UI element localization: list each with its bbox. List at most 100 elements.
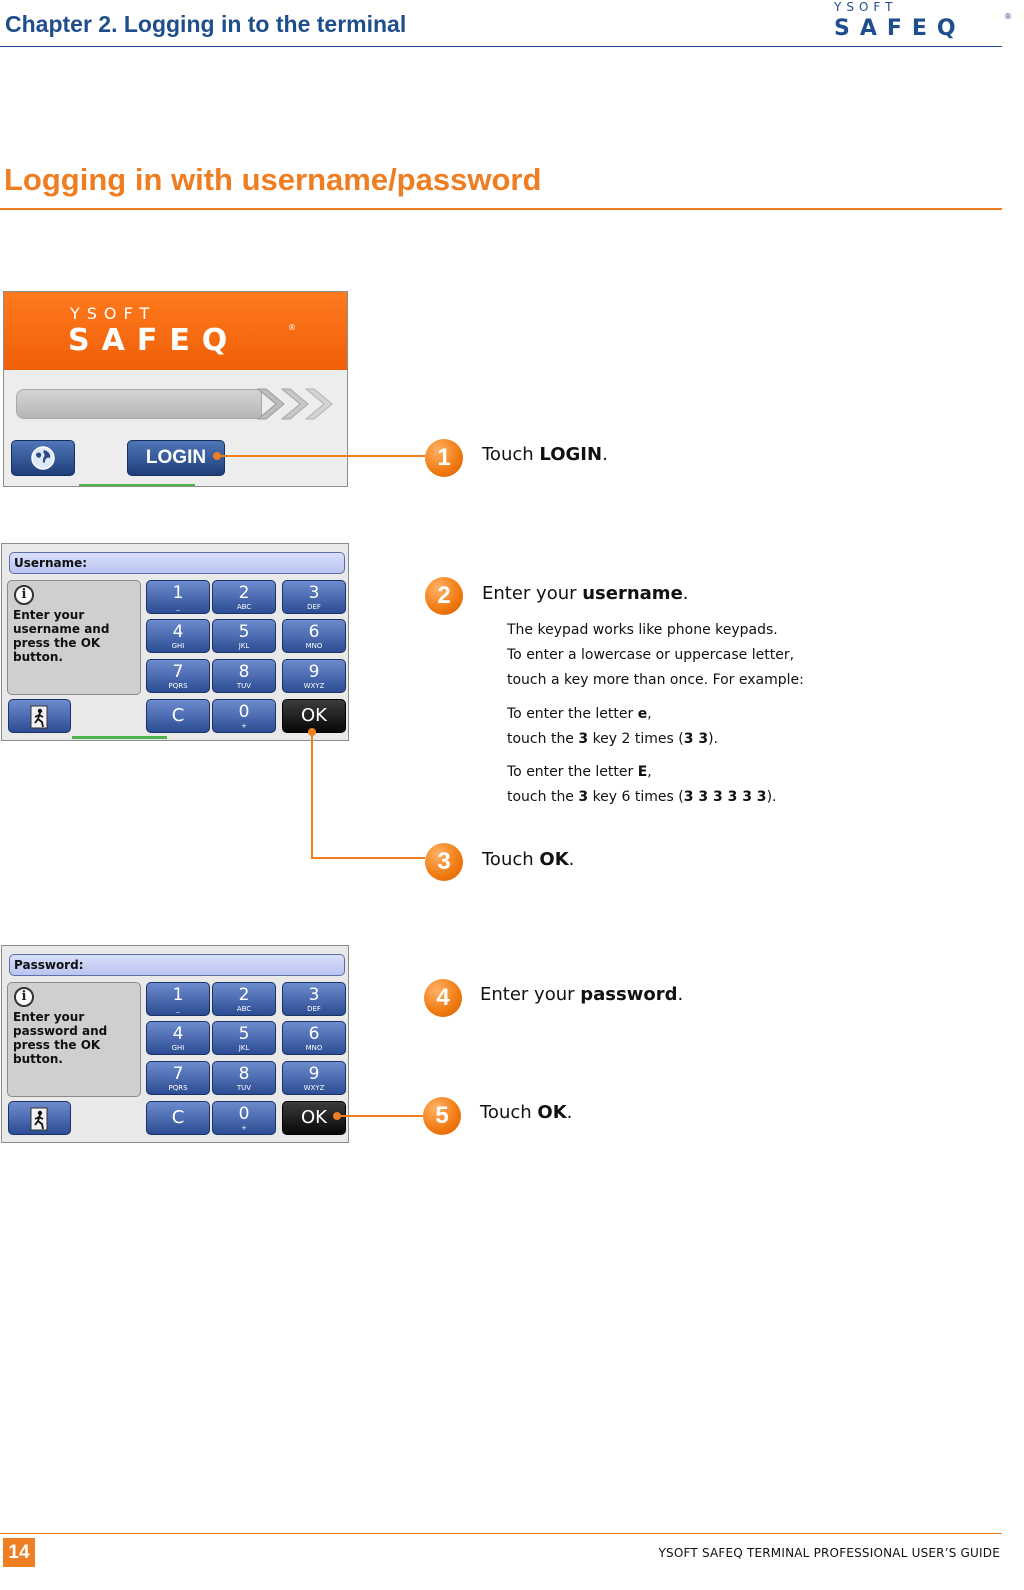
key-label: 4 — [172, 1024, 184, 1044]
step-5-text: Touch OK. — [480, 1102, 572, 1123]
key-label: 3 — [308, 985, 320, 1005]
key-label: 1 — [172, 985, 184, 1005]
key-letters: GHI — [171, 1044, 185, 1052]
key-label: OK — [301, 705, 327, 726]
step-3-badge: 3 — [425, 843, 463, 881]
exit-button[interactable] — [8, 1101, 71, 1135]
key-0[interactable]: 0+ — [212, 1101, 276, 1135]
username-field[interactable]: Username: — [9, 552, 345, 574]
key-letters: TUV — [236, 1084, 252, 1092]
key-label: 2 — [238, 583, 250, 603]
key-letters: PQRS — [168, 1084, 188, 1092]
key-label: 6 — [308, 1024, 320, 1044]
example-1-prefix: To enter the letter — [507, 706, 638, 722]
login-button[interactable]: LOGIN — [127, 440, 225, 476]
language-button[interactable] — [11, 440, 75, 476]
key-1[interactable]: 1_ — [146, 982, 210, 1016]
logo-safeq-text: SAFEQ — [834, 16, 966, 40]
clear-key[interactable]: C — [146, 1101, 210, 1135]
info-panel: i Enter your password and press the OK b… — [7, 982, 141, 1097]
callout-dot-login — [213, 452, 221, 460]
progress-strip — [79, 484, 195, 486]
info-icon: i — [14, 585, 34, 605]
example-1-line-1: To enter the letter e, — [507, 702, 718, 727]
step-4-badge: 4 — [424, 979, 462, 1017]
step-5-prefix: Touch — [480, 1102, 538, 1123]
exit-door-icon — [30, 705, 48, 729]
step-2-text: Enter your username. — [482, 583, 689, 604]
ok-key[interactable]: OK — [282, 699, 346, 733]
key-label: 5 — [238, 622, 250, 642]
step-2-keyword: username — [582, 583, 683, 604]
callout-line-ok-username — [311, 732, 425, 859]
key-letters: + — [241, 722, 247, 730]
key-0[interactable]: 0+ — [212, 699, 276, 733]
key-label: 1 — [172, 583, 184, 603]
step-4-prefix: Enter your — [480, 984, 581, 1005]
clear-key[interactable]: C — [146, 699, 210, 733]
key-letters: _ — [176, 1005, 180, 1013]
example-1-touch: touch the — [507, 731, 579, 747]
key-label: 3 — [308, 583, 320, 603]
key-letters: PQRS — [168, 682, 188, 690]
key-letters: DEF — [307, 1005, 321, 1013]
chapter-title: Chapter 2. Logging in to the terminal — [5, 11, 407, 37]
example-1-comma: , — [647, 706, 652, 722]
info-panel: i Enter your username and press the OK b… — [7, 580, 141, 695]
example-1-close: ). — [708, 731, 719, 747]
note-line-3: touch a key more than once. For example: — [507, 672, 804, 688]
username-screen-image: Username: i Enter your username and pres… — [1, 543, 349, 741]
key-label: OK — [301, 1107, 327, 1128]
password-screen-image: Password: i Enter your password and pres… — [1, 945, 349, 1143]
banner-safeq-text: SAFEQ — [68, 323, 239, 358]
step-5-keyword: OK — [537, 1102, 567, 1123]
step-5-suffix: . — [566, 1102, 573, 1123]
password-field[interactable]: Password: — [9, 954, 345, 976]
key-label: 8 — [238, 662, 250, 682]
callout-dot-ok-username — [308, 728, 316, 736]
example-2-line-2: touch the 3 key 6 times (3 3 3 3 3 3). — [507, 785, 776, 810]
example-1-times: key 2 times ( — [588, 731, 684, 747]
key-label: 2 — [238, 985, 250, 1005]
example-2-prefix: To enter the letter — [507, 764, 638, 780]
example-2-line-1: To enter the letter E, — [507, 760, 776, 785]
example-2-letter: E — [637, 764, 648, 780]
step-2-badge: 2 — [425, 577, 463, 615]
key-label: C — [171, 1107, 185, 1128]
step-1-badge: 1 — [425, 439, 463, 477]
key-label: 9 — [308, 1064, 320, 1084]
info-text: Enter your password and press the OK but… — [13, 1010, 108, 1066]
page-number: 14 — [3, 1538, 35, 1567]
key-letters: WXYZ — [303, 682, 325, 690]
section-rule — [0, 208, 1002, 210]
guide-title: YSOFT SAFEQ TERMINAL PROFESSIONAL USER’S… — [658, 1546, 1000, 1560]
key-letters: _ — [176, 603, 180, 611]
step-2-suffix: . — [682, 583, 689, 604]
key-letters: MNO — [305, 642, 323, 650]
key-letters: WXYZ — [303, 1084, 325, 1092]
key-letters: ABC — [236, 1005, 252, 1013]
exit-button[interactable] — [8, 699, 71, 733]
key-letters: JKL — [238, 642, 250, 650]
footer-rule — [0, 1533, 1002, 1534]
banner-logo: YSOFT SAFEQ ® — [68, 304, 296, 358]
ok-key[interactable]: OK — [282, 1101, 346, 1135]
key-label: 7 — [172, 1064, 184, 1084]
key-1[interactable]: 1_ — [146, 580, 210, 614]
